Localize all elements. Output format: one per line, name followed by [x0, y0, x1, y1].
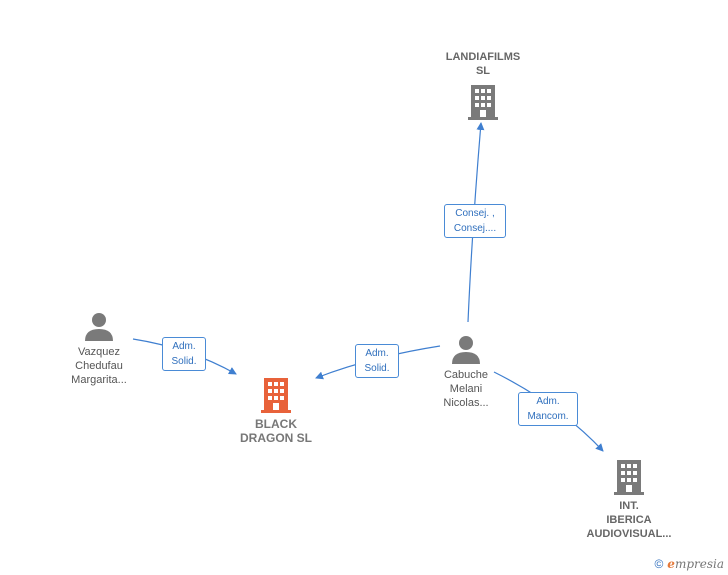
node-black-dragon-label: BLACK DRAGON SL	[240, 417, 312, 445]
node-black-dragon[interactable]: BLACK DRAGON SL	[226, 377, 326, 445]
person-icon	[452, 336, 480, 364]
node-vazquez-label: Vazquez Chedufau Margarita...	[71, 346, 127, 386]
building-icon	[261, 378, 291, 413]
building-icon	[614, 460, 644, 495]
node-int-iberica[interactable]: INT. IBERICA AUDIOVISUAL...	[569, 459, 689, 541]
edge-label-cabuche-int-iberica[interactable]: Adm. Mancom.	[518, 392, 578, 426]
node-cabuche[interactable]: Cabuche Melani Nicolas...	[416, 334, 516, 410]
edge-label-cabuche-landiafilms[interactable]: Consej. , Consej....	[444, 204, 506, 238]
building-icon	[468, 85, 498, 120]
edge-label-cabuche-black-dragon[interactable]: Adm. Solid.	[355, 344, 399, 378]
copyright-symbol: ©	[654, 557, 664, 571]
node-landiafilms-label: LANDIAFILMS SL	[445, 51, 521, 77]
node-int-iberica-label: INT. IBERICA AUDIOVISUAL...	[586, 500, 672, 540]
footer-branding: © empresia	[654, 557, 724, 571]
edge-label-vazquez-black-dragon[interactable]: Adm. Solid.	[162, 337, 206, 371]
node-vazquez[interactable]: Vazquez Chedufau Margarita...	[49, 311, 149, 387]
node-landiafilms[interactable]: LANDIAFILMS SL	[433, 50, 533, 120]
node-cabuche-label: Cabuche Melani Nicolas...	[443, 369, 489, 409]
person-icon	[85, 313, 113, 341]
empresia-logo: empresia	[667, 557, 724, 571]
